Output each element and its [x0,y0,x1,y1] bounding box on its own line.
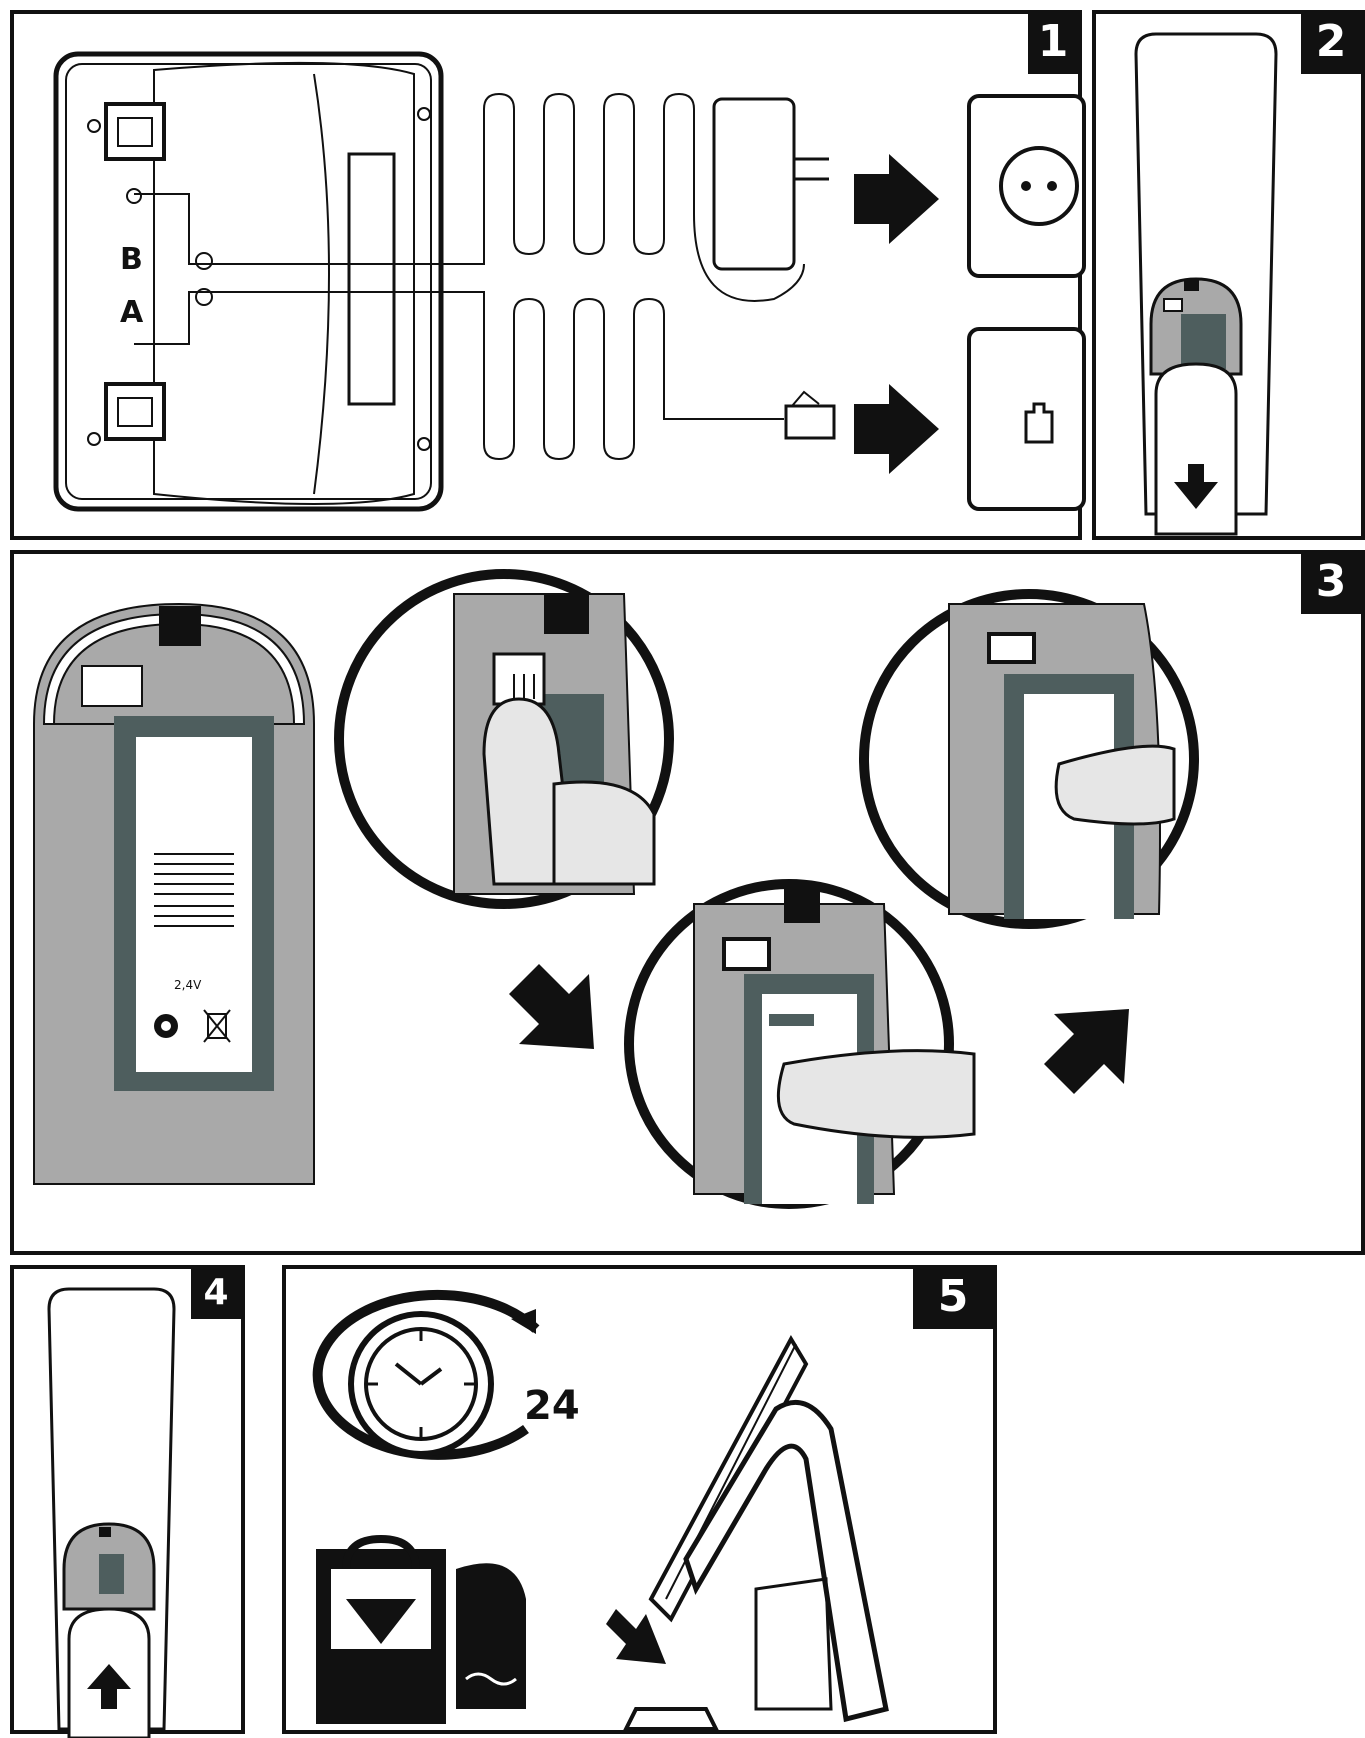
arrow-down-left-icon [606,1609,666,1664]
arrow-down-right-icon [509,964,594,1049]
arrow-up-right-icon [1044,1009,1129,1094]
panel-2-open-battery-cover: 2 [1092,10,1365,540]
arrow-up-icon [87,1664,131,1709]
panel-number-3: 3 [1301,554,1361,614]
handset-back-closed-illustration [47,1287,176,1738]
label-a: A [120,295,144,330]
arrow-down-icon [1174,464,1218,509]
panel-number-4: 4 [191,1269,241,1319]
recycle-icon [154,1014,178,1038]
clock-icon [312,1289,540,1460]
bin-crossed-icon [203,1009,231,1043]
handset-back-illustration [1134,32,1278,536]
panel-1-connect-base: 1 B A [10,10,1086,540]
charging-illustration: 24 [312,1289,889,1731]
battery-charge-icon [316,1534,526,1724]
arrow-right-icon [854,384,939,474]
battery-insertion-illustration: 2,4V [33,569,1199,1209]
panel-number-2: 2 [1301,14,1361,74]
panel-number-1: 1 [1028,14,1078,74]
arrow-right-icon [854,154,939,244]
power-outlet-icon [967,94,1086,278]
charge-hours-label: 24 [524,1383,580,1429]
battery-voltage-label: 2,4V [174,978,202,992]
base-station-illustration: B A [53,51,1086,512]
phone-jack-icon [967,327,1086,511]
label-b: B [120,242,143,277]
panel-4-close-battery-cover: 4 [10,1265,245,1738]
panel-number-5: 5 [913,1269,993,1329]
panel-5-charge-handset: 5 24 [282,1265,997,1734]
panel-3-insert-battery: 3 2,4V [10,550,1365,1255]
